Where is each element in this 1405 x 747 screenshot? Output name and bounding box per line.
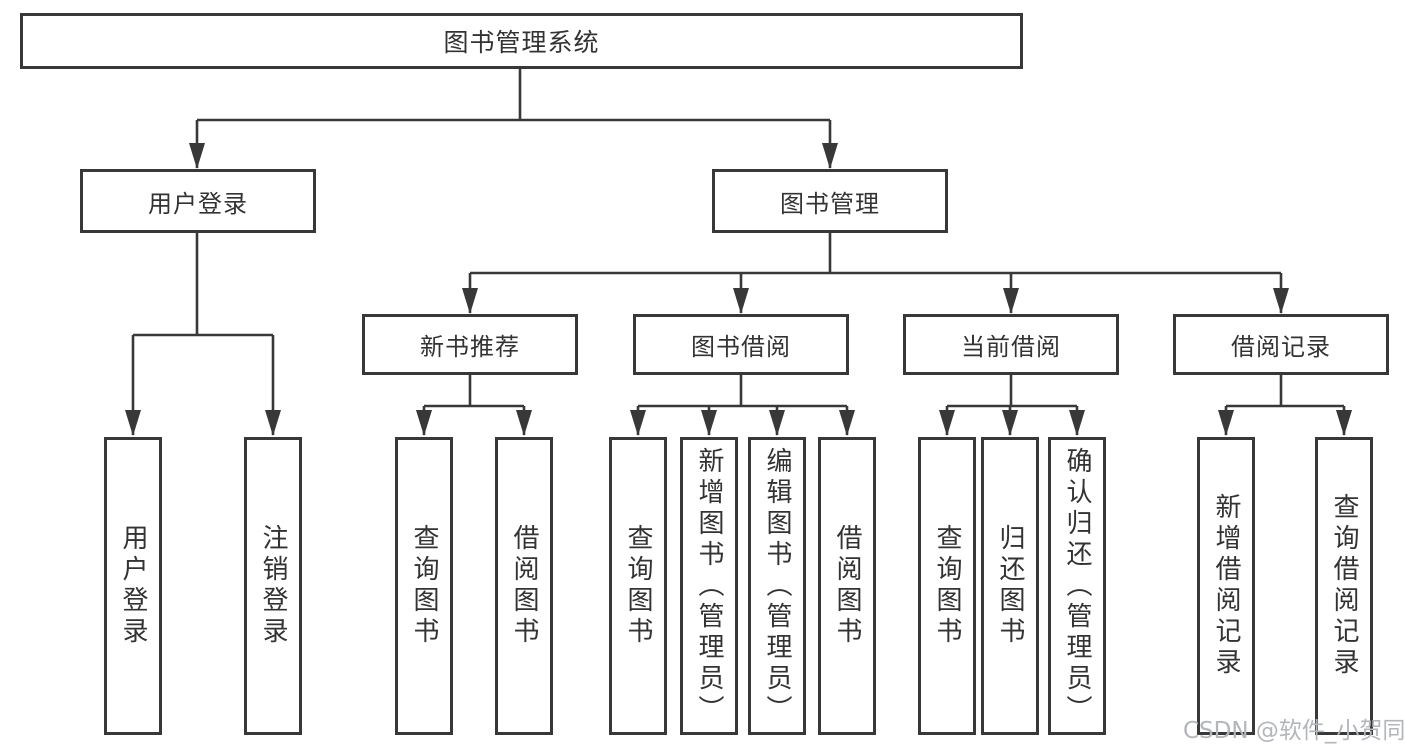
- node-logout: 注销登录: [244, 437, 302, 735]
- node-edit-books-admin: 编辑图书（管理员）: [748, 437, 806, 735]
- node-query-books-recommend: 查询图书: [395, 437, 453, 735]
- node-new-book-recommendation: 新书推荐: [362, 314, 578, 375]
- node-book-management: 图书管理: [712, 169, 948, 233]
- node-add-borrow-record: 新增借阅记录: [1197, 437, 1255, 735]
- node-query-borrow-record: 查询借阅记录: [1315, 437, 1373, 735]
- node-query-books-current: 查询图书: [918, 437, 976, 735]
- node-add-books-admin: 新增图书（管理员）: [680, 437, 738, 735]
- node-borrowing-records: 借阅记录: [1173, 314, 1389, 375]
- node-borrow-books: 借阅图书: [818, 437, 876, 735]
- node-book-management-system: 图书管理系统: [20, 13, 1023, 69]
- node-user-login-group: 用户登录: [80, 169, 316, 233]
- node-return-books: 归还图书: [981, 437, 1039, 735]
- node-confirm-return-admin: 确认归还（管理员）: [1048, 437, 1106, 735]
- node-borrow-books-recommend: 借阅图书: [495, 437, 553, 735]
- node-book-borrowing: 图书借阅: [633, 314, 849, 375]
- node-user-login: 用户登录: [104, 437, 162, 735]
- node-query-books-borrow: 查询图书: [609, 437, 667, 735]
- node-current-borrowing: 当前借阅: [903, 314, 1119, 375]
